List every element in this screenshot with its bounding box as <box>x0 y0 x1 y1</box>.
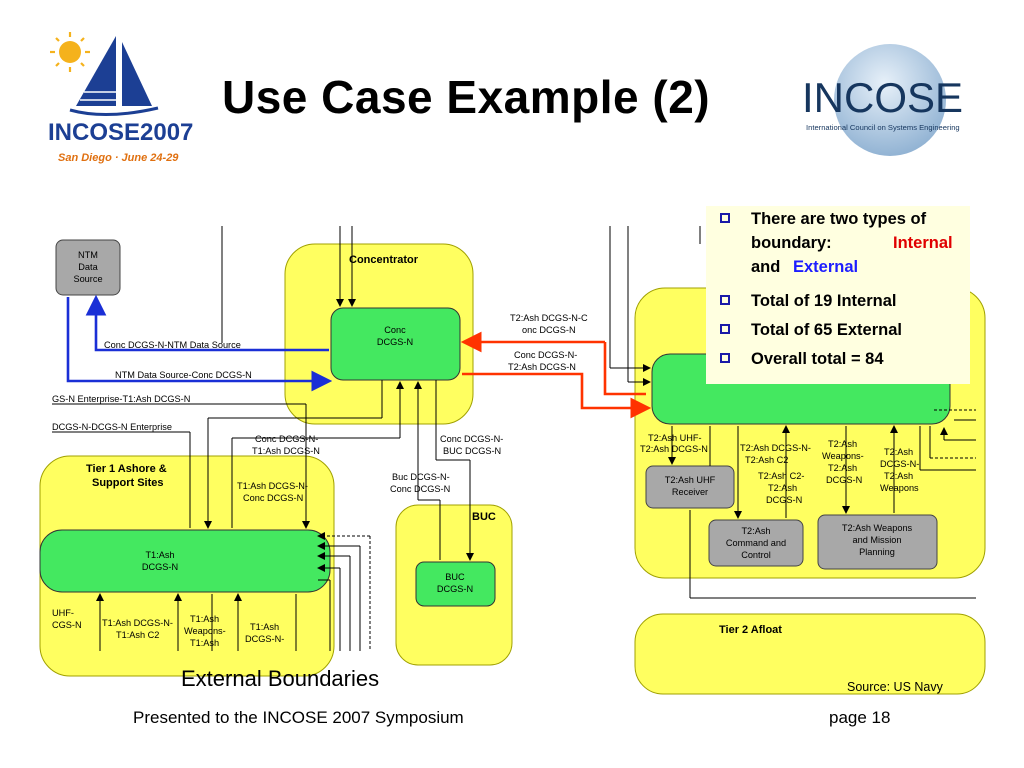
label-dcgs-enterprise: DCGS-N-DCGS-N Enterprise <box>52 422 172 432</box>
label-t1-dcgs-n-2: DCGS-N- <box>245 634 284 644</box>
buc-dcgs-label-1: BUC <box>445 572 465 582</box>
t1-dcgs-label-2: DCGS-N <box>142 562 178 572</box>
ntm-label-1: NTM <box>78 250 98 260</box>
label-t1-c2-1: T1:Ash DCGS-N- <box>102 618 173 628</box>
label-conc-t1-1: Conc DCGS-N- <box>255 434 318 444</box>
label-t1-uhf-1: UHF- <box>52 608 74 618</box>
tier2-afloat-container <box>634 613 986 695</box>
slide-title: Use Case Example (2) <box>222 71 711 123</box>
t2-command-label-3: Control <box>741 550 771 560</box>
label-t2-conc-2: onc DCGS-N <box>522 325 576 335</box>
label-t1-conc-1: T1:Ash DCGS-N- <box>237 481 308 491</box>
label-t1-weap-2: Weapons- <box>184 626 226 636</box>
label-buc-conc-1: Buc DCGS-N- <box>392 472 450 482</box>
bullet-1-external: External <box>793 258 859 276</box>
label-t2-weap-2: Weapons- <box>822 451 864 461</box>
bullet-1-line-2a: boundary: <box>751 234 832 252</box>
logo-tagline-text: San Diego · June 24-29 <box>58 152 179 164</box>
tier1-label-line2: Support Sites <box>92 477 164 489</box>
label-t1-uhf-2: CGS-N <box>52 620 82 630</box>
label-conc-t2-1: Conc DCGS-N- <box>514 350 577 360</box>
t2-command-label-1: T2:Ash <box>741 526 770 536</box>
footer-presented: Presented to the INCOSE 2007 Symposium <box>133 708 464 727</box>
label-t1-dcgs-n-1: T1:Ash <box>250 622 279 632</box>
label-t2-c2-back-2: T2:Ash <box>768 483 797 493</box>
label-t2-c2-1: T2:Ash DCGS-N- <box>740 443 811 453</box>
t1-dcgs-label-1: T1:Ash <box>145 550 174 560</box>
tier2-afloat-label: Tier 2 Afloat <box>719 624 782 636</box>
incose-2007-logo: INCOSE2007 San Diego · June 24-29 <box>48 32 193 164</box>
bullet-1-line-1: There are two types of <box>751 210 927 228</box>
checkbox-bullet-icon <box>720 213 730 223</box>
label-enterprise-t1: GS-N Enterprise-T1:Ash DCGS-N <box>52 394 190 404</box>
t2-uhf-receiver-node <box>645 465 735 509</box>
label-t2-conc-1: T2:Ash DCGS-N-C <box>510 313 588 323</box>
bullet-4-text: Overall total = 84 <box>751 350 884 368</box>
ntm-label-3: Source <box>73 274 102 284</box>
label-t2-weap-1: T2:Ash <box>828 439 857 449</box>
label-t2-dcgs-weap-1: T2:Ash <box>884 447 913 457</box>
conc-dcgs-label-1: Conc <box>384 325 406 335</box>
incose-logo: INCOSE International Council on Systems … <box>802 44 963 156</box>
label-ntm-conc: NTM Data Source-Conc DCGS-N <box>115 370 252 380</box>
conc-dcgs-label-2: DCGS-N <box>377 337 413 347</box>
buc-dcgs-node <box>415 561 496 607</box>
t2-command-control-node <box>708 519 804 567</box>
bullet-3-text: Total of 65 External <box>751 321 902 339</box>
logo-brand-text: INCOSE <box>802 74 963 121</box>
label-t2-dcgs-weap-4: Weapons <box>880 483 919 493</box>
label-t2-c2-back-3: DCGS-N <box>766 495 802 505</box>
label-conc-buc-2: BUC DCGS-N <box>443 446 501 456</box>
label-conc-ntm: Conc DCGS-N-NTM Data Source <box>104 340 241 350</box>
checkbox-bullet-icon <box>720 324 730 334</box>
sailboat-icon <box>69 36 159 116</box>
t2-weapons-label-1: T2:Ash Weapons <box>842 523 913 533</box>
bullet-1-line-3a: and <box>751 258 781 276</box>
t1-dcgs-node <box>39 529 331 593</box>
logo-tagline-text: International Council on Systems Enginee… <box>806 123 960 132</box>
globe-icon <box>834 44 946 156</box>
t2-uhf-receiver-label-2: Receiver <box>672 487 708 497</box>
label-t2-uhf-2: T2:Ash DCGS-N <box>640 444 708 454</box>
label-t2-weap-3: T2:Ash <box>828 463 857 473</box>
label-t2-dcgs-weap-3: T2:Ash <box>884 471 913 481</box>
label-t2-c2-back-1: T2:Ash C2- <box>758 471 804 481</box>
label-conc-buc-1: Conc DCGS-N- <box>440 434 503 444</box>
label-t2-c2-2: T2:Ash C2 <box>745 455 788 465</box>
bullet-box: There are two types of boundary: Interna… <box>706 206 970 384</box>
t2-uhf-receiver-label-1: T2:Ash UHF <box>665 475 716 485</box>
label-t2-weap-4: DCGS-N <box>826 475 862 485</box>
conc-dcgs-node <box>330 307 461 381</box>
logo-brand-text: INCOSE2007 <box>48 119 193 146</box>
label-t1-weap-1: T1:Ash <box>190 614 219 624</box>
sun-icon <box>50 32 90 72</box>
buc-label: BUC <box>472 511 496 523</box>
label-t2-uhf-1: T2:Ash UHF- <box>648 433 702 443</box>
diagram-caption: External Boundaries <box>181 666 380 691</box>
source-note: Source: US Navy <box>847 680 943 694</box>
label-t2-dcgs-weap-2: DCGS-N- <box>880 459 919 469</box>
t2-command-label-2: Command and <box>726 538 786 548</box>
t2-weapons-node <box>817 514 938 570</box>
tier1-label-line1: Tier 1 Ashore & <box>86 463 167 475</box>
label-conc-t2-2: T2:Ash DCGS-N <box>508 362 576 372</box>
checkbox-bullet-icon <box>720 295 730 305</box>
label-t1-weap-3: T1:Ash <box>190 638 219 648</box>
checkbox-bullet-icon <box>720 353 730 363</box>
buc-dcgs-label-2: DCGS-N <box>437 584 473 594</box>
bullet-1-internal: Internal <box>893 234 953 252</box>
footer-page-number: page 18 <box>829 708 891 727</box>
t2-weapons-label-3: Planning <box>859 547 895 557</box>
label-conc-t1-2: T1:Ash DCGS-N <box>252 446 320 456</box>
t2-weapons-label-2: and Mission <box>852 535 901 545</box>
concentrator-label: Concentrator <box>349 254 419 266</box>
bullet-2-text: Total of 19 Internal <box>751 292 897 310</box>
label-buc-conc-2: Conc DCGS-N <box>390 484 450 494</box>
label-t1-c2-2: T1:Ash C2 <box>116 630 159 640</box>
label-t1-conc-2: Conc DCGS-N <box>243 493 303 503</box>
ntm-label-2: Data <box>78 262 98 272</box>
